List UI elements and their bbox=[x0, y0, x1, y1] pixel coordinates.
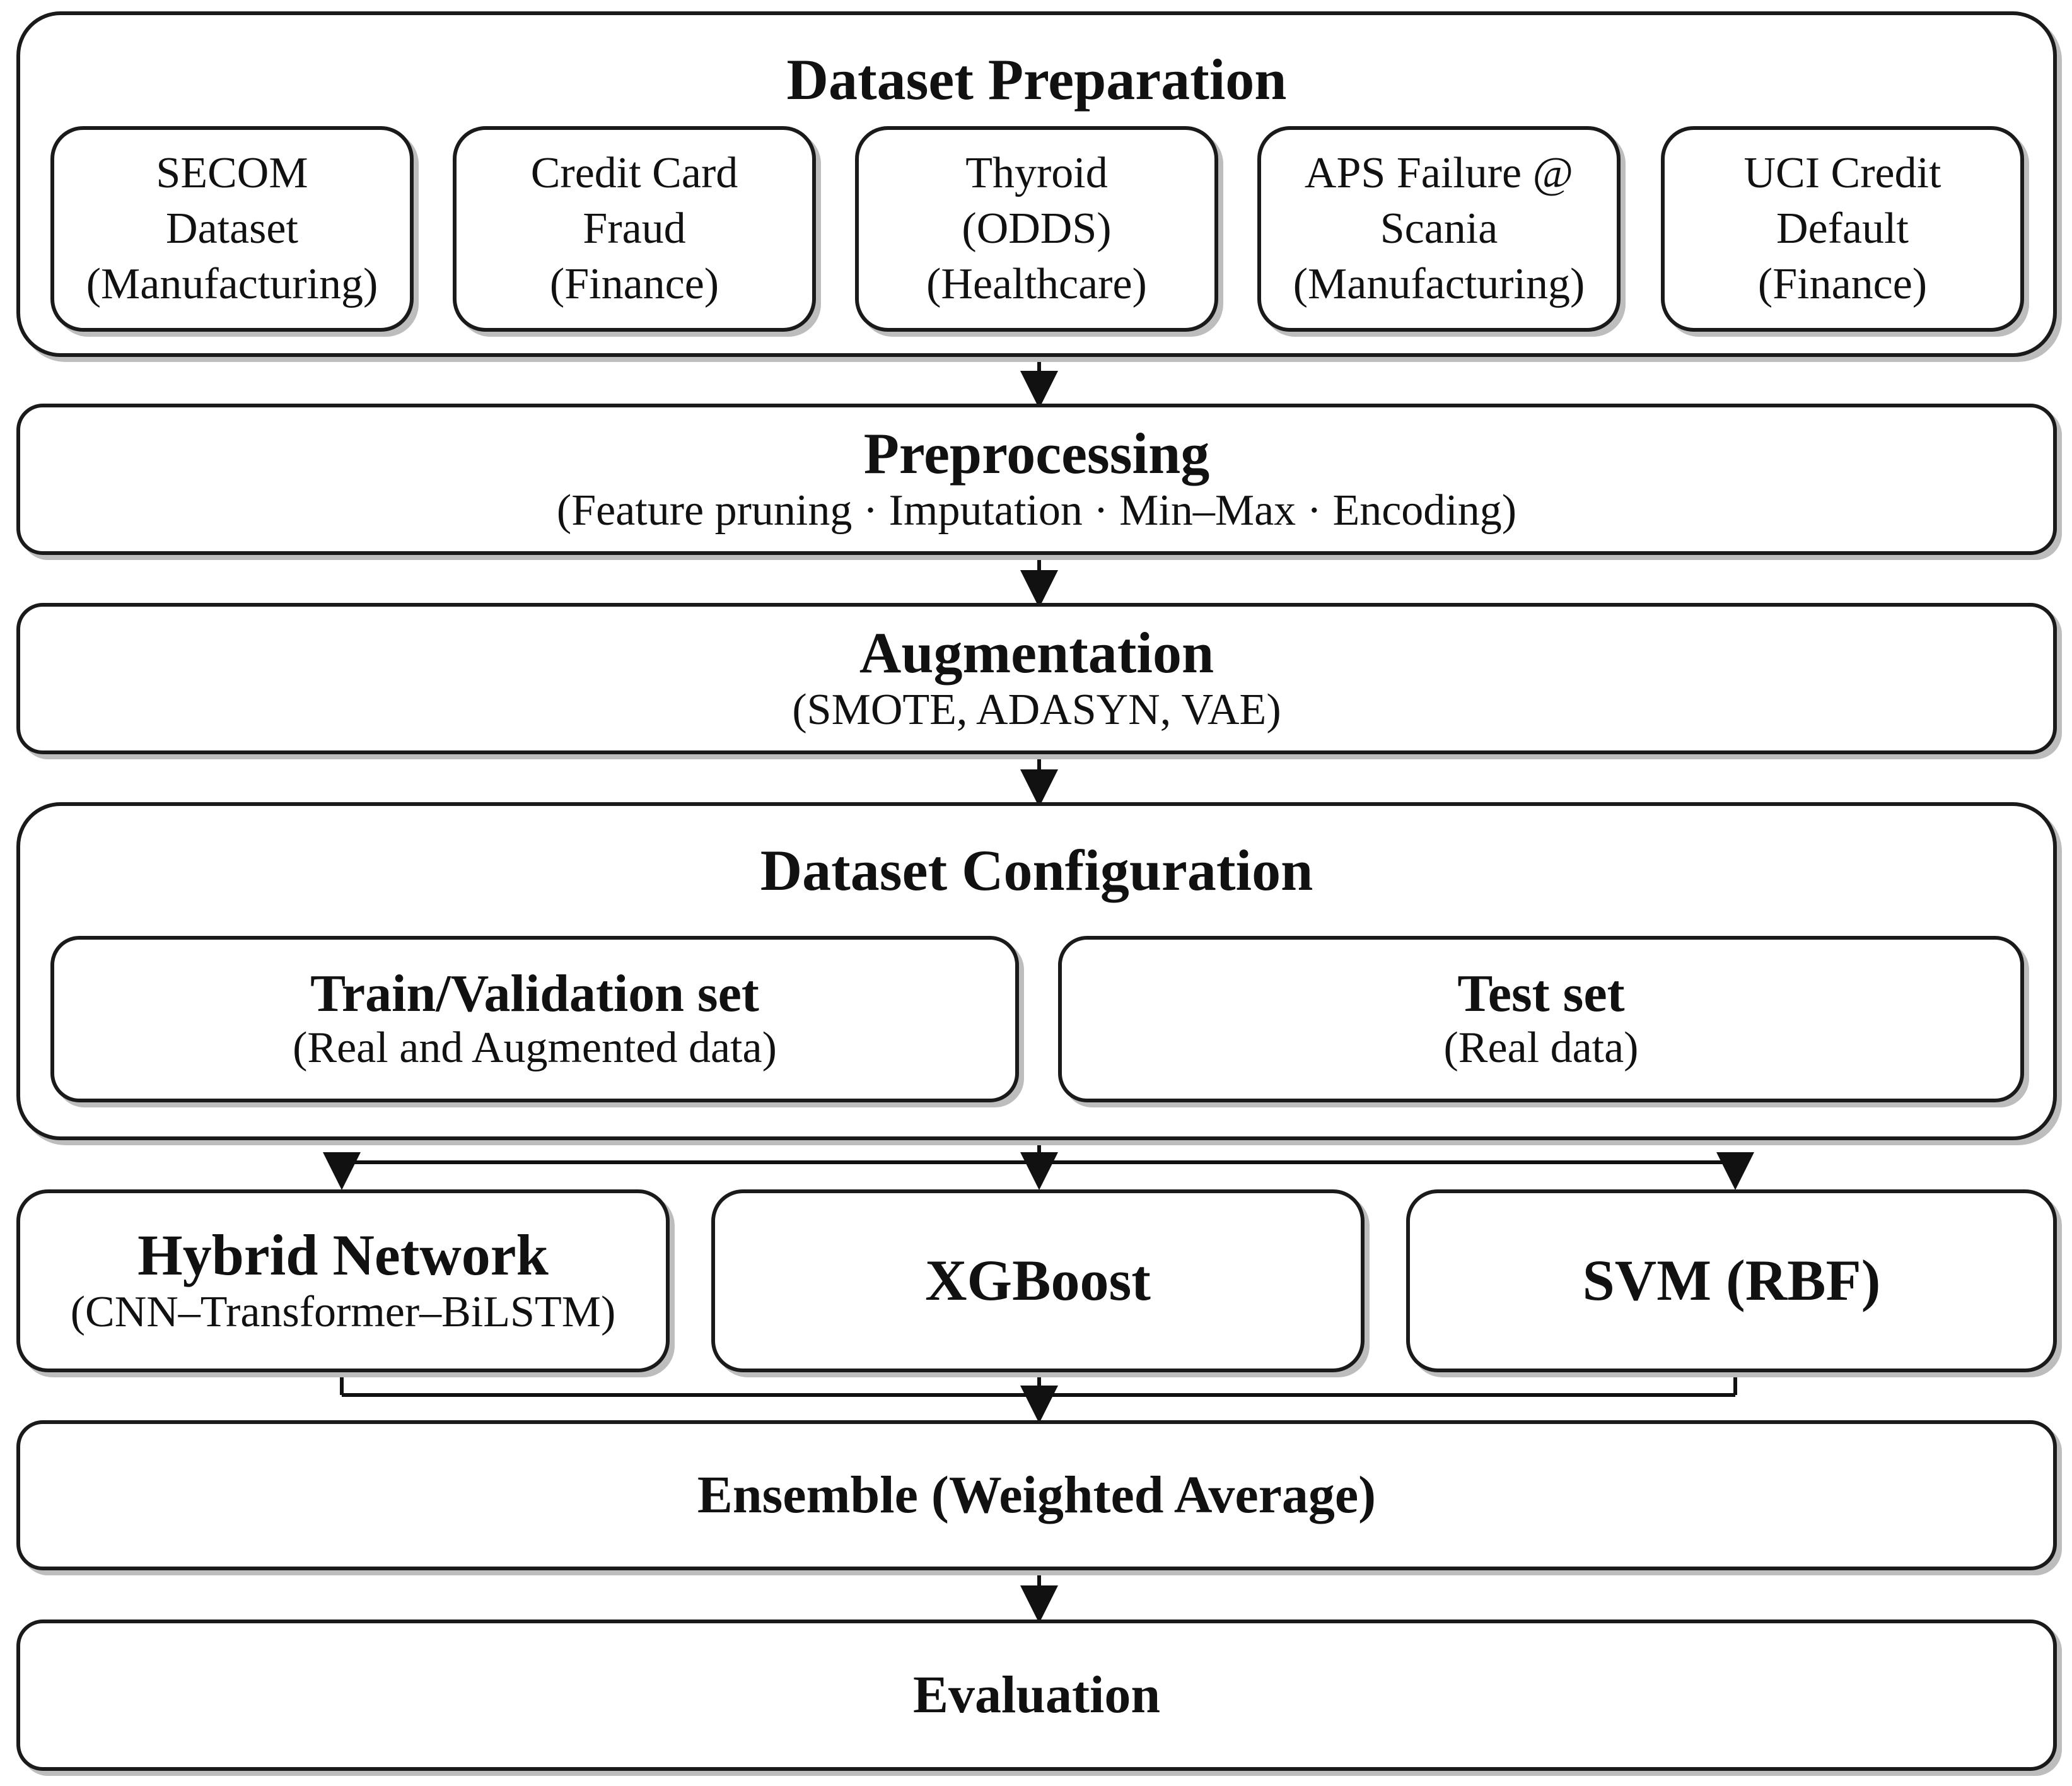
evaluation-box: Evaluation bbox=[16, 1620, 2057, 1771]
train-validation-box: Train/Validation set (Real and Augmented… bbox=[50, 936, 1019, 1102]
dataset-line: (Healthcare) bbox=[926, 260, 1147, 308]
dataset-card-thyroid: Thyroid (ODDS) (Healthcare) bbox=[855, 126, 1218, 332]
evaluation-title: Evaluation bbox=[912, 1665, 1161, 1724]
dataset-line: Credit Card bbox=[530, 149, 738, 197]
svm-title: SVM (RBF) bbox=[1582, 1248, 1881, 1313]
test-set-subtitle: (Real data) bbox=[1443, 1023, 1639, 1072]
ensemble-box: Ensemble (Weighted Average) bbox=[16, 1420, 2057, 1570]
augmentation-subtitle: (SMOTE, ADASYN, VAE) bbox=[792, 686, 1281, 735]
dataset-line: Thyroid bbox=[965, 149, 1108, 197]
dataset-line: (Manufacturing) bbox=[86, 260, 378, 308]
train-validation-title: Train/Validation set bbox=[310, 964, 759, 1023]
test-set-box: Test set (Real data) bbox=[1058, 936, 2024, 1102]
dataset-line: (Finance) bbox=[549, 260, 719, 308]
preprocessing-box: Preprocessing (Feature pruning · Imputat… bbox=[16, 404, 2057, 555]
augmentation-box: Augmentation (SMOTE, ADASYN, VAE) bbox=[16, 603, 2057, 754]
train-validation-subtitle: (Real and Augmented data) bbox=[293, 1023, 777, 1072]
dataset-line: (Finance) bbox=[1757, 260, 1928, 308]
hybrid-network-subtitle: (CNN–Transformer–BiLSTM) bbox=[70, 1288, 616, 1337]
dataset-card-uci-credit-default: UCI Credit Default (Finance) bbox=[1661, 126, 2024, 332]
xgboost-box: XGBoost bbox=[711, 1189, 1365, 1372]
svm-box: SVM (RBF) bbox=[1406, 1189, 2057, 1372]
dataset-card-aps-failure: APS Failure @ Scania (Manufacturing) bbox=[1257, 126, 1621, 332]
preprocessing-title: Preprocessing bbox=[863, 421, 1210, 486]
hybrid-network-title: Hybrid Network bbox=[137, 1223, 549, 1288]
test-set-title: Test set bbox=[1457, 964, 1625, 1023]
dataset-card-secom: SECOM Dataset (Manufacturing) bbox=[50, 126, 414, 332]
augmentation-title: Augmentation bbox=[859, 621, 1214, 686]
xgboost-title: XGBoost bbox=[925, 1248, 1151, 1313]
dataset-preparation-title: Dataset Preparation bbox=[786, 47, 1287, 112]
dataset-line: Scania bbox=[1380, 204, 1498, 253]
dataset-line: UCI Credit bbox=[1743, 149, 1941, 197]
dataset-configuration-title: Dataset Configuration bbox=[760, 838, 1313, 902]
dataset-line: APS Failure @ bbox=[1304, 149, 1574, 197]
ensemble-title: Ensemble (Weighted Average) bbox=[697, 1465, 1376, 1524]
dataset-line: SECOM bbox=[156, 149, 308, 197]
dataset-line: Fraud bbox=[583, 204, 686, 253]
dataset-line: Dataset bbox=[166, 204, 298, 253]
hybrid-network-box: Hybrid Network (CNN–Transformer–BiLSTM) bbox=[16, 1189, 670, 1372]
preprocessing-subtitle: (Feature pruning · Imputation · Min–Max … bbox=[556, 486, 1517, 535]
dataset-line: Default bbox=[1776, 204, 1909, 253]
dataset-line: (Manufacturing) bbox=[1293, 260, 1585, 308]
dataset-line: (ODDS) bbox=[962, 204, 1112, 253]
dataset-card-credit-card-fraud: Credit Card Fraud (Finance) bbox=[453, 126, 816, 332]
